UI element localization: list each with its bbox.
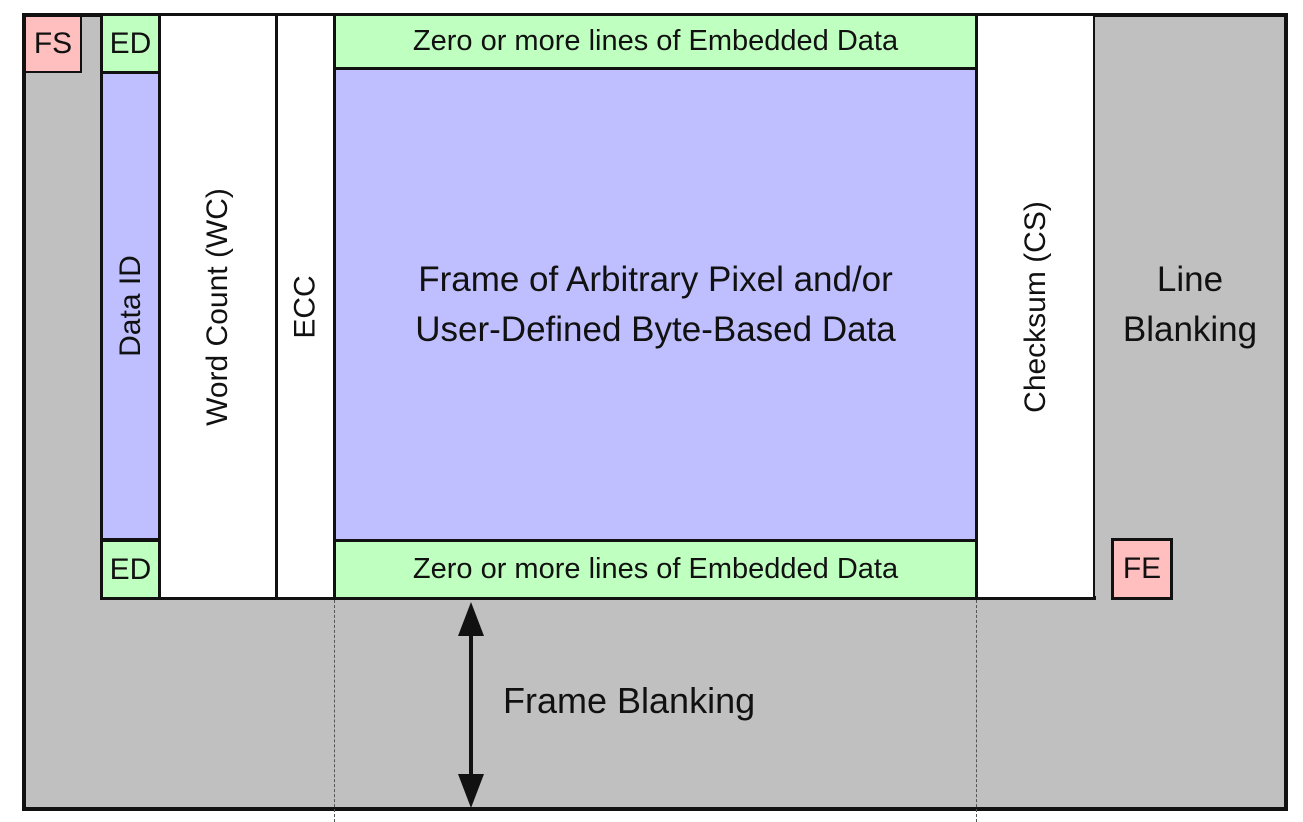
- frame-start-label: FS: [33, 27, 73, 60]
- frame-blanking-label: Frame Blanking: [503, 680, 756, 721]
- embedded-data-bottom-row: Zero or more lines of Embedded Data: [334, 540, 977, 599]
- ecc-column: ECC: [276, 14, 335, 599]
- frame-end-marker: FE: [1111, 538, 1173, 600]
- embedded-data-top-label: Zero or more lines of Embedded Data: [412, 25, 899, 57]
- frame-start-marker: FS: [24, 15, 82, 73]
- payload-region: Frame of Arbitrary Pixel and/or User-Def…: [334, 68, 977, 541]
- line-blanking-label: Line Blanking: [1100, 255, 1280, 355]
- embedded-data-top-row: Zero or more lines of Embedded Data: [334, 14, 977, 69]
- embedded-data-bottom-label: Zero or more lines of Embedded Data: [412, 553, 899, 585]
- guide-line-left: [334, 600, 335, 822]
- word-count-column: Word Count (WC): [159, 14, 277, 599]
- guide-line-right: [976, 600, 977, 822]
- payload-text: Frame of Arbitrary Pixel and/or User-Def…: [415, 255, 896, 355]
- line-blanking-line-2: Blanking: [1122, 310, 1258, 349]
- checksum-column: Checksum (CS): [976, 14, 1095, 599]
- frame-end-label: FE: [1122, 552, 1162, 585]
- payload-line-2: User-Defined Byte-Based Data: [415, 309, 896, 349]
- line-blanking-line-1: Line: [1156, 260, 1224, 299]
- embedded-data-marker-top-label: ED: [109, 26, 152, 60]
- embedded-data-marker-bottom-label: ED: [109, 552, 152, 586]
- embedded-data-marker-bottom: ED: [101, 540, 160, 599]
- payload-line-1: Frame of Arbitrary Pixel and/or: [418, 259, 893, 299]
